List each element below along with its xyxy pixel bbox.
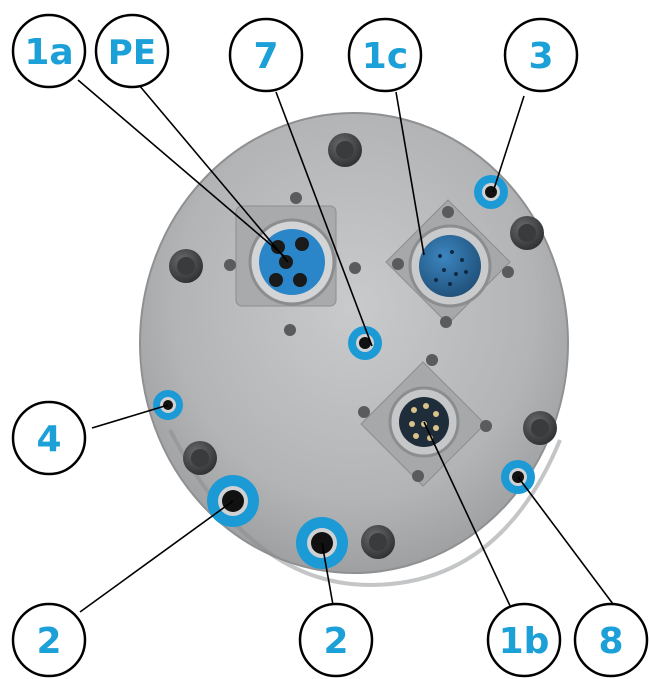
bolt-icon [183, 441, 217, 475]
callout-circle-7 [228, 17, 304, 93]
callout-circle-1c [347, 17, 423, 93]
leader-line-7 [275, 91, 373, 347]
callout-label-1b: 1b [499, 621, 550, 662]
callout-label-3: 3 [528, 36, 553, 77]
leader-line-pe [127, 71, 289, 263]
bolt-icon [328, 133, 362, 167]
callout-label-2-mid: 2 [323, 621, 348, 662]
bolt-icon [361, 525, 395, 559]
callout-circle-2-left [11, 602, 87, 678]
callout-circle-pe [94, 13, 170, 89]
callout-circle-3 [503, 17, 579, 93]
callout-label-7: 7 [253, 36, 278, 77]
callout-circle-8 [573, 602, 649, 678]
port-7 [348, 326, 382, 360]
callout-label-1a: 1a [24, 32, 73, 73]
callout-label-pe: PE [108, 33, 156, 73]
callout-label-4: 4 [36, 419, 61, 460]
leader-line-2-left [79, 500, 234, 613]
leader-line-8 [517, 476, 617, 609]
bolt-icon [169, 249, 203, 283]
callout-label-1c: 1c [362, 36, 408, 77]
bolt-icon [523, 411, 557, 445]
leader-line-2-mid [321, 542, 334, 606]
leader-line-1c [395, 91, 425, 256]
leader-line-1b [423, 421, 513, 611]
leader-line-1a [77, 79, 285, 257]
callout-label-8: 8 [598, 621, 623, 662]
bolt-icon [510, 216, 544, 250]
connector-1c [385, 199, 514, 328]
leader-line-3 [492, 95, 525, 193]
callout-circle-1a [11, 13, 87, 89]
leader-line-4 [91, 404, 169, 429]
callout-label-2-left: 2 [36, 621, 61, 662]
callout-circle-1b [486, 602, 562, 678]
leader-lines [77, 71, 617, 613]
callout-circle-2-mid [298, 602, 374, 678]
callout-circle-4 [11, 400, 87, 476]
connector-1b [358, 354, 492, 487]
port-3 [474, 175, 508, 209]
